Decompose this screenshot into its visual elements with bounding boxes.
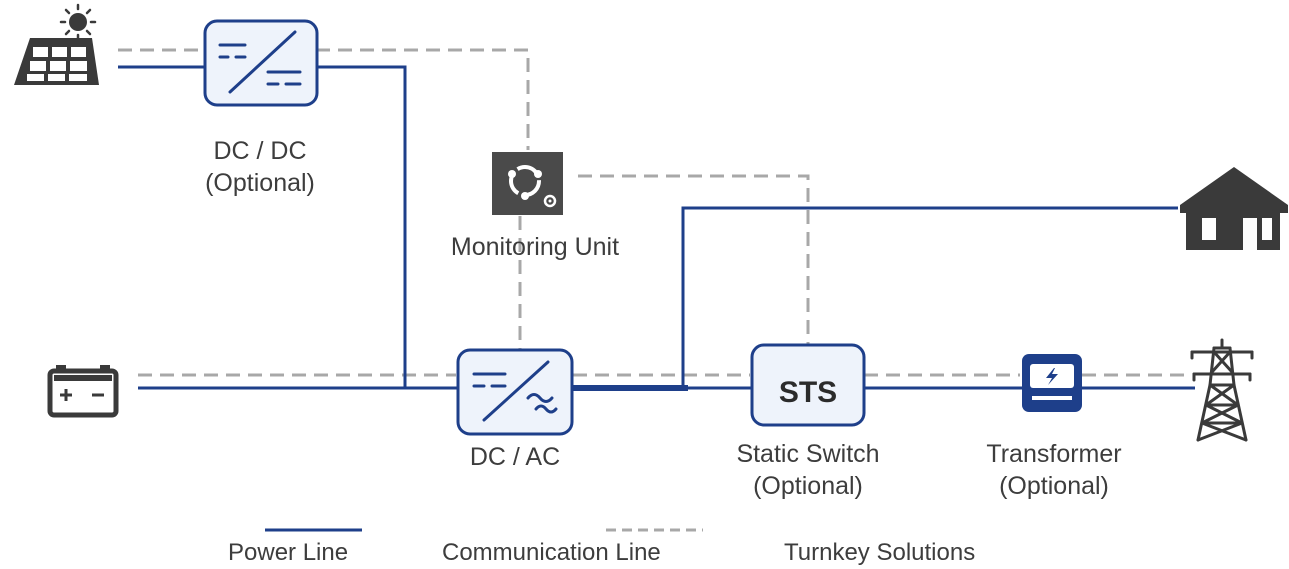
sts-label: Static Switch (Optional) [718,438,898,502]
sun-icon [59,3,97,41]
power-line-bus-house [681,206,1178,388]
monitoring-unit-icon [492,152,563,215]
legend-communication-line-label: Communication Line [442,539,661,566]
house-icon [1180,167,1288,250]
dcac-label: DC / AC [469,443,561,471]
power-tower-icon [1190,338,1254,442]
transformer-label: Transformer (Optional) [968,438,1140,502]
dc-ac-inverter-icon [456,348,574,436]
sts-box [750,343,866,427]
dcdc-label: DC / DC (Optional) [180,135,340,199]
sts-label-line1: Static Switch [736,440,880,468]
solar-panel-with-sun-icon [14,3,99,85]
legend-power-line-label: Power Line [228,539,349,566]
dcdc-label-line1: DC / DC [213,137,307,165]
power-line-dcdc-bus [317,65,407,388]
sts-label-line2: (Optional) [753,472,863,500]
dc-dc-converter-icon [203,19,319,107]
transformer-label-line2: (Optional) [999,472,1109,500]
legend-turnkey-label: Turnkey Solutions [784,539,976,566]
sts-symbol: STS [778,376,838,409]
transformer-meter-icon [1022,354,1082,412]
transformer-label-line1: Transformer [986,440,1122,468]
dcdc-label-line2: (Optional) [205,169,315,197]
comm-line-monitor-sts [578,174,810,345]
monitor-label: Monitoring Unit [450,233,620,261]
power-lines [118,65,1195,390]
battery-icon [47,365,119,418]
